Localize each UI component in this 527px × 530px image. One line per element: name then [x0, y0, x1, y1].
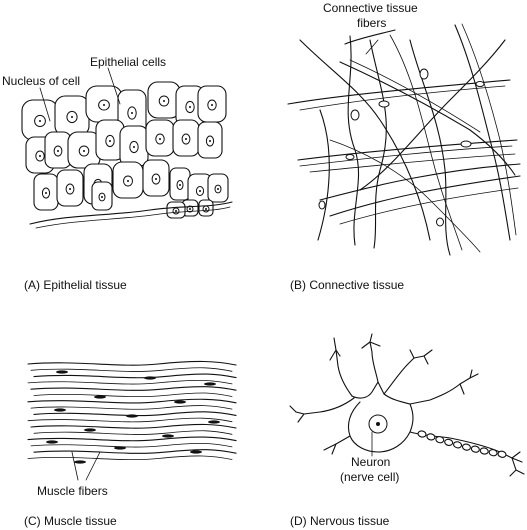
nucleus-of-cell-label: Nucleus of cell: [2, 74, 80, 88]
myelin-sheath: [417, 430, 507, 458]
muscle-caption: (C) Muscle tissue: [24, 514, 117, 528]
epithelial-cells-leader-line: [107, 67, 121, 105]
basement-membrane: [29, 201, 233, 225]
connective-fibers-drawing: [287, 23, 521, 256]
connective-fibers-label-line2: fibers: [357, 16, 386, 30]
nervous-panel: Neuron (nerve cell) (D) Nervous tissue: [289, 333, 525, 528]
epithelial-caption: (A) Epithelial tissue: [24, 278, 127, 292]
connective-caption: (B) Connective tissue: [290, 278, 404, 292]
muscle-fibers-leader-line-1: [71, 451, 79, 481]
epithelial-cells-label: Epithelial cells: [90, 55, 166, 69]
connective-panel: Connective tissue fibers (B) Connective …: [287, 1, 521, 292]
muscle-fibers-label: Muscle fibers: [37, 484, 108, 498]
nervous-caption: (D) Nervous tissue: [290, 514, 390, 528]
epithelial-cells-drawing: [21, 81, 229, 219]
connective-fibers-leader-line: [365, 39, 379, 55]
nucleus-leader-line: [39, 87, 51, 122]
muscle-fibers-drawing: [27, 360, 237, 464]
muscle-fibers-leader-line-2: [85, 451, 101, 481]
epithelial-panel: Epithelial cells Nucleus of cell (A) Epi…: [2, 55, 233, 292]
connective-fibers-label-line1: Connective tissue: [323, 1, 418, 15]
muscle-panel: Muscle fibers (C) Muscle tissue: [24, 360, 237, 528]
neuron-drawing: [289, 333, 525, 477]
neuron-label-line2: (nerve cell): [340, 470, 399, 484]
neuron-label-line1: Neuron: [351, 455, 390, 469]
